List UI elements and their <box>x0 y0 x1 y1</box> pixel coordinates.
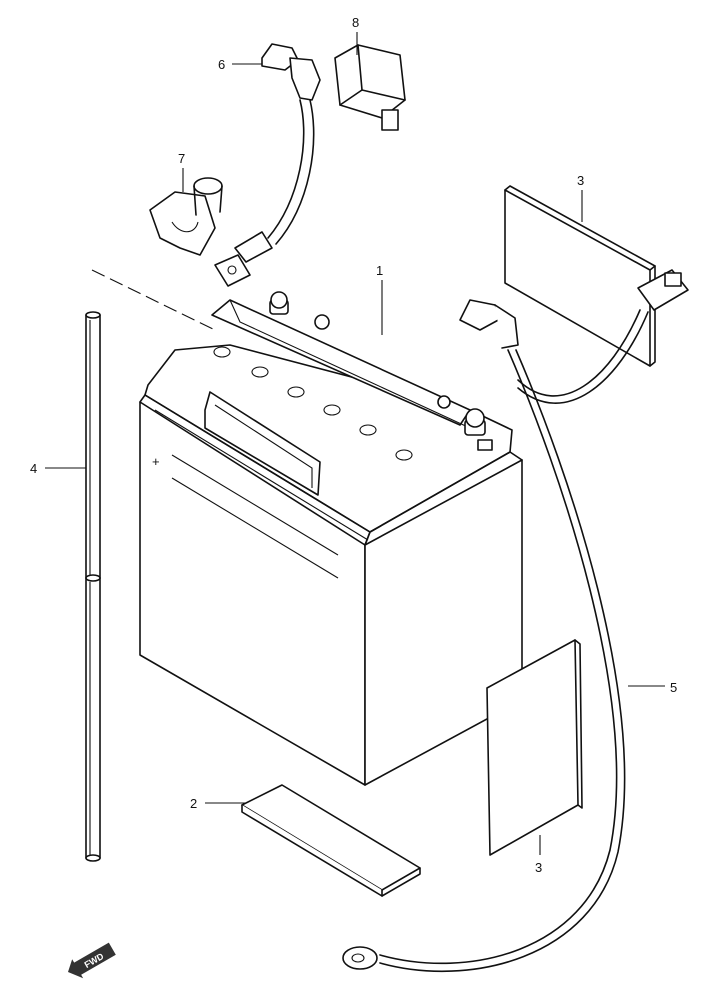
callout-8: 8 <box>352 15 359 30</box>
callout-6: 6 <box>218 57 225 72</box>
protector-sheet-upper <box>504 185 656 367</box>
battery-cable-positive <box>342 269 689 973</box>
battery-holder-rod <box>85 269 216 862</box>
plus-mark: + <box>152 454 160 469</box>
battery-cable-negative <box>214 43 321 287</box>
callout-numbers: 1 2 3 3 4 5 6 7 8 <box>30 15 677 875</box>
callout-3-lower: 3 <box>535 860 542 875</box>
leader-lines <box>45 32 665 855</box>
terminal-cap <box>334 44 406 131</box>
vent-caps <box>213 346 413 461</box>
battery: + <box>139 291 523 786</box>
terminal-cover <box>149 177 223 256</box>
callout-1: 1 <box>376 263 383 278</box>
callout-4: 4 <box>30 461 37 476</box>
negative-terminal <box>269 291 330 330</box>
callout-2: 2 <box>190 796 197 811</box>
positive-terminal <box>437 395 493 451</box>
protector-sheet-lower <box>486 639 583 856</box>
battery-pad <box>241 784 421 897</box>
forward-arrow-icon <box>68 942 116 979</box>
callout-7: 7 <box>178 151 185 166</box>
callout-3-upper: 3 <box>577 173 584 188</box>
callout-5: 5 <box>670 680 677 695</box>
forward-direction-badge: FWD <box>68 942 116 979</box>
